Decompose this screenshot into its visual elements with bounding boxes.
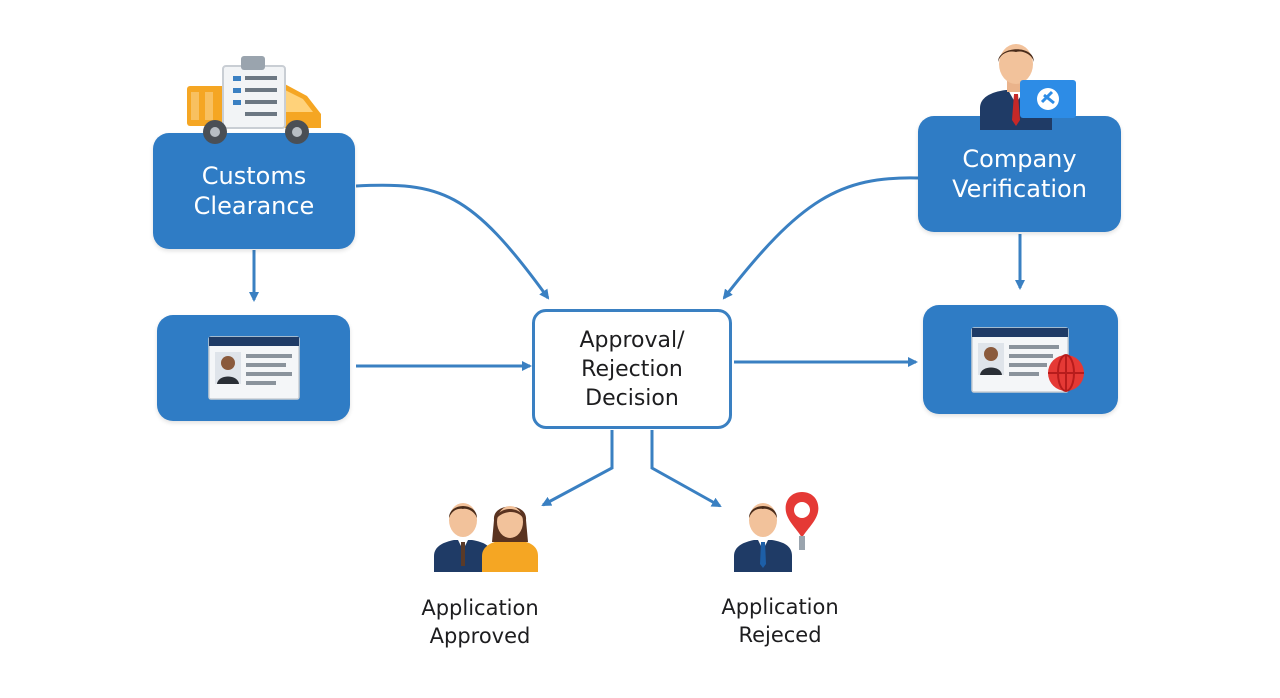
id-card-icon <box>207 336 300 400</box>
truck-with-clipboard-icon <box>187 56 321 144</box>
arrow-decision-to-rejected <box>650 430 722 508</box>
decision-node: Approval/ Rejection Decision <box>532 309 732 429</box>
decision-label: Approval/ Rejection Decision <box>579 327 685 411</box>
arrow-customs-to-decision <box>355 183 550 300</box>
customs-document-card-node <box>157 315 350 421</box>
id-card-globe-icon <box>970 326 1084 393</box>
company-verification-node: Company Verification <box>918 116 1121 232</box>
two-people-icon <box>434 503 538 572</box>
businessman-with-laptop-icon <box>980 44 1076 130</box>
company-verification-label: Company Verification <box>952 145 1087 203</box>
customs-clearance-label: Customs Clearance <box>193 162 315 220</box>
arrow-company-to-decision <box>722 176 919 300</box>
arrow-decision-to-approved <box>541 430 614 507</box>
application-approved-label: Application Approved <box>421 596 539 648</box>
person-with-red-pin-icon <box>734 492 819 572</box>
customs-clearance-node: Customs Clearance <box>153 133 355 249</box>
company-document-card-node <box>923 305 1118 414</box>
application-rejected-label: Application Rejeced <box>721 595 839 647</box>
